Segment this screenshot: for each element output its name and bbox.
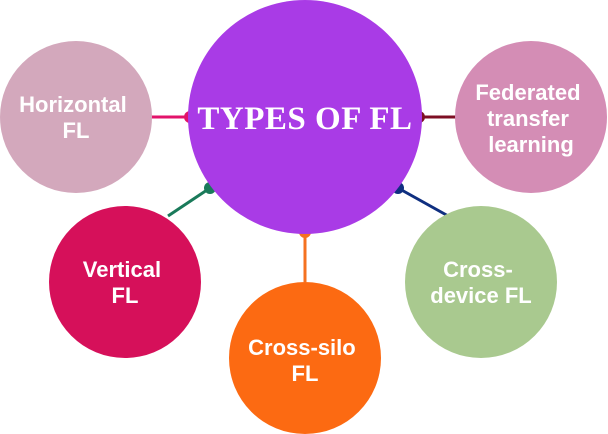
center-circle [188, 0, 422, 234]
node-label: Federated transfer learning [475, 80, 586, 157]
node-label-line: Horizontal [19, 92, 127, 117]
node-circle [455, 41, 607, 193]
connector-cross-device [392, 182, 451, 219]
node-horizontal-fl: Horizontal FL [0, 41, 152, 193]
node-federated-transfer-learning: Federated transfer learning [455, 41, 607, 193]
center-title: TYPES OF FL [197, 101, 412, 137]
connector-cross-silo [299, 226, 311, 282]
node-cross-device-fl: Cross- device FL [405, 206, 557, 358]
node-label-line: Cross-silo [248, 335, 356, 360]
node-label-line: FL [63, 118, 90, 143]
connector-vertical [167, 182, 216, 218]
node-label: Horizontal FL [19, 92, 133, 143]
node-label-line: Cross- [443, 257, 513, 282]
node-label: Cross- device FL [430, 257, 531, 308]
node-label: Cross-silo FL [248, 335, 362, 386]
node-label-line: Federated [475, 80, 580, 105]
node-label-line: FL [112, 283, 139, 308]
center-node: TYPES OF FL [188, 0, 422, 234]
node-circle [0, 41, 152, 193]
node-label-line: Vertical [83, 257, 161, 282]
node-vertical-fl: Vertical FL [49, 206, 201, 358]
node-label-line: learning [488, 132, 574, 157]
node-label-line: device FL [430, 283, 531, 308]
node-circle [405, 206, 557, 358]
node-label-line: transfer [487, 106, 569, 131]
node-cross-silo-fl: Cross-silo FL [229, 282, 381, 434]
node-label: Vertical FL [83, 257, 167, 308]
connector-line [167, 186, 211, 218]
connector-line [397, 186, 451, 219]
node-circle [49, 206, 201, 358]
node-circle [229, 282, 381, 434]
node-label-line: FL [292, 361, 319, 386]
